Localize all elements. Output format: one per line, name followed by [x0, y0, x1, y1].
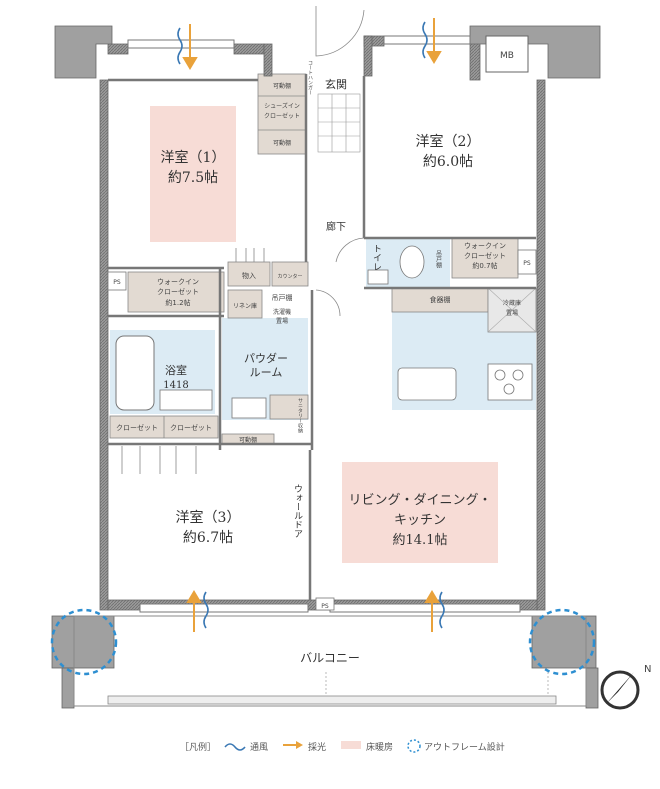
- floor-heating-western1: [150, 106, 236, 242]
- fridge-1: 冷蔵庫: [503, 299, 521, 307]
- washer-1: 洗濯機: [273, 308, 291, 316]
- ventilation-markers: [177, 21, 445, 629]
- bath-size: 1418: [163, 380, 188, 391]
- ps-label-right: PS: [523, 260, 531, 267]
- legend-floor-heating: 床暖房: [366, 743, 394, 753]
- movable-shelf-mid: 可動棚: [273, 139, 291, 147]
- walk-door-label: ウォールドア: [292, 484, 303, 538]
- bath-name: 浴室: [165, 363, 187, 377]
- corridor-label: 廊下: [326, 220, 346, 233]
- fridge-2: 置場: [506, 309, 518, 317]
- legend-title: ［凡例］: [180, 743, 217, 753]
- ps-box-right: [517, 249, 537, 275]
- mb-box: [485, 35, 529, 73]
- storage-label: 物入: [242, 271, 256, 280]
- daylight-markers: [182, 18, 442, 632]
- entrance-label: 玄関: [325, 77, 347, 91]
- sanitary-label: サニタリー収納: [297, 398, 303, 434]
- ps-label-left: PS: [113, 279, 121, 286]
- compass-icon: N: [600, 664, 651, 710]
- shoes-in-closet-1: シューズイン: [264, 102, 300, 110]
- ps-label-bottom: PS: [321, 603, 329, 610]
- shoes-in-closet-2: クローゼット: [264, 112, 300, 120]
- closet-2: クローゼット: [170, 423, 212, 432]
- powder-line2: ルーム: [250, 366, 283, 379]
- western3-size: 約6.7帖: [183, 530, 233, 546]
- sanitary-shelf-area: [269, 394, 309, 420]
- linen-area: [227, 289, 263, 319]
- interior-walls: [108, 74, 536, 600]
- wic-b-3: 約0.7帖: [472, 261, 497, 270]
- wic-a-1: ウォークイン: [157, 278, 199, 286]
- outframe-circle-left: [50, 608, 118, 676]
- ldk-line1: リビング・ダイニング・: [348, 493, 491, 508]
- legend-daylight: 採光: [308, 743, 327, 753]
- ldk-size: 約14.1帖: [393, 533, 448, 548]
- toilet-bowl: [399, 245, 425, 279]
- storage-area: [227, 261, 271, 287]
- western2-size: 約6.0帖: [423, 154, 473, 170]
- floor-heating-ldk: [342, 462, 498, 563]
- coat-hanger-label: コートハンガー: [307, 60, 313, 95]
- shoes-in-closet-area: [257, 73, 307, 155]
- powder-line1: パウダー: [244, 351, 288, 365]
- movable-shelf-lower-label: 可動棚: [239, 436, 257, 444]
- balcony: [73, 615, 587, 707]
- counter-area: [271, 261, 309, 287]
- western1-name: 洋室（1）: [161, 149, 226, 166]
- hanging-shelf-label: 吊戸棚: [272, 293, 293, 302]
- kitchen-sink: [397, 367, 457, 401]
- outframe-legend-icon: [407, 739, 421, 753]
- wic-a-2: クローゼット: [157, 287, 199, 296]
- western1-size: 約7.5帖: [168, 170, 218, 186]
- balcony-label: バルコニー: [300, 651, 360, 665]
- genkan-floor: [317, 93, 361, 153]
- wic-a-3: 約1.2帖: [165, 298, 190, 307]
- doors: [121, 6, 365, 474]
- counter-label: カウンター: [277, 273, 302, 280]
- western3-name: 洋室（3）: [176, 509, 241, 526]
- wic-b-2: クローゼット: [464, 251, 506, 260]
- heating-legend-icon: [341, 741, 361, 749]
- kitchen-stove: [487, 363, 533, 401]
- wic-b-area: [451, 237, 519, 279]
- vanity: [231, 397, 267, 419]
- wind-legend-icon: [224, 743, 246, 751]
- legend: ［凡例］ 通風 採光 床暖房 アウトフレーム設計: [180, 738, 505, 754]
- outframe-circle-right: [528, 608, 596, 676]
- legend-ventilation: 通風: [250, 743, 269, 753]
- toilet-label: トイレ: [371, 244, 382, 271]
- toilet-shelf-label: 吊戸棚: [435, 250, 442, 269]
- wic-a-area: [127, 271, 225, 313]
- legend-outframe: アウトフレーム設計: [424, 743, 505, 753]
- wic-b-1: ウォークイン: [464, 242, 506, 250]
- linen-label: リネン庫: [233, 302, 257, 310]
- washer-2: 置場: [276, 317, 288, 325]
- light-legend-icon: [283, 741, 303, 749]
- closet-1: クローゼット: [116, 423, 158, 432]
- ldk-line2: キッチン: [394, 513, 446, 528]
- ps-box-left: [107, 271, 127, 291]
- bathtub: [115, 335, 155, 411]
- movable-shelf-top: 可動棚: [273, 82, 291, 90]
- svg-text:N: N: [644, 664, 651, 675]
- cupboard-label: 食器棚: [430, 295, 451, 304]
- mb-label: MB: [500, 51, 514, 61]
- western2-name: 洋室（2）: [416, 133, 481, 150]
- ps-box-bottom: [315, 597, 335, 611]
- cupboard-area: [391, 287, 489, 313]
